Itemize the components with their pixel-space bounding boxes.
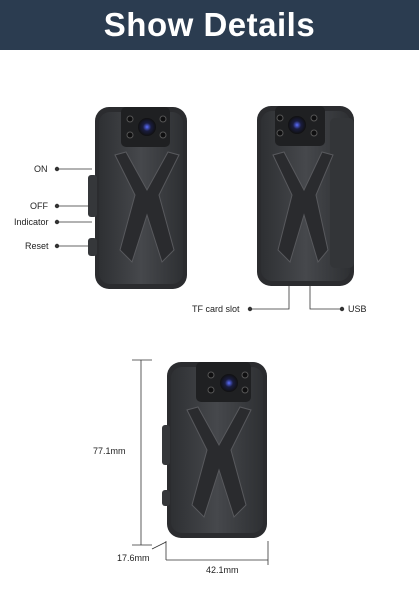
page-title: Show Details <box>103 6 316 43</box>
reset-button-hw <box>88 238 97 256</box>
callout-off: OFF <box>30 201 48 211</box>
camera-lens-icon <box>220 374 238 392</box>
callout-usb: USB <box>348 304 367 314</box>
camera-side-view <box>257 106 354 286</box>
camera-dimension-view <box>162 362 267 538</box>
power-switch <box>88 175 97 217</box>
camera-lens-icon <box>288 116 306 134</box>
dimension-lines <box>132 359 269 565</box>
callouts-left <box>54 166 92 249</box>
dimension-depth: 17.6mm <box>117 553 150 563</box>
camera-lens-icon <box>138 118 156 136</box>
callouts-bottom <box>247 286 345 312</box>
dimension-width: 42.1mm <box>206 565 239 575</box>
callout-tf-card-slot: TF card slot <box>192 304 240 314</box>
camera-front-view <box>88 107 187 289</box>
header-banner: Show Details <box>0 0 419 50</box>
callout-indicator: Indicator <box>14 217 49 227</box>
dimension-height: 77.1mm <box>93 446 126 456</box>
callout-on: ON <box>34 164 48 174</box>
callout-reset: Reset <box>25 241 49 251</box>
